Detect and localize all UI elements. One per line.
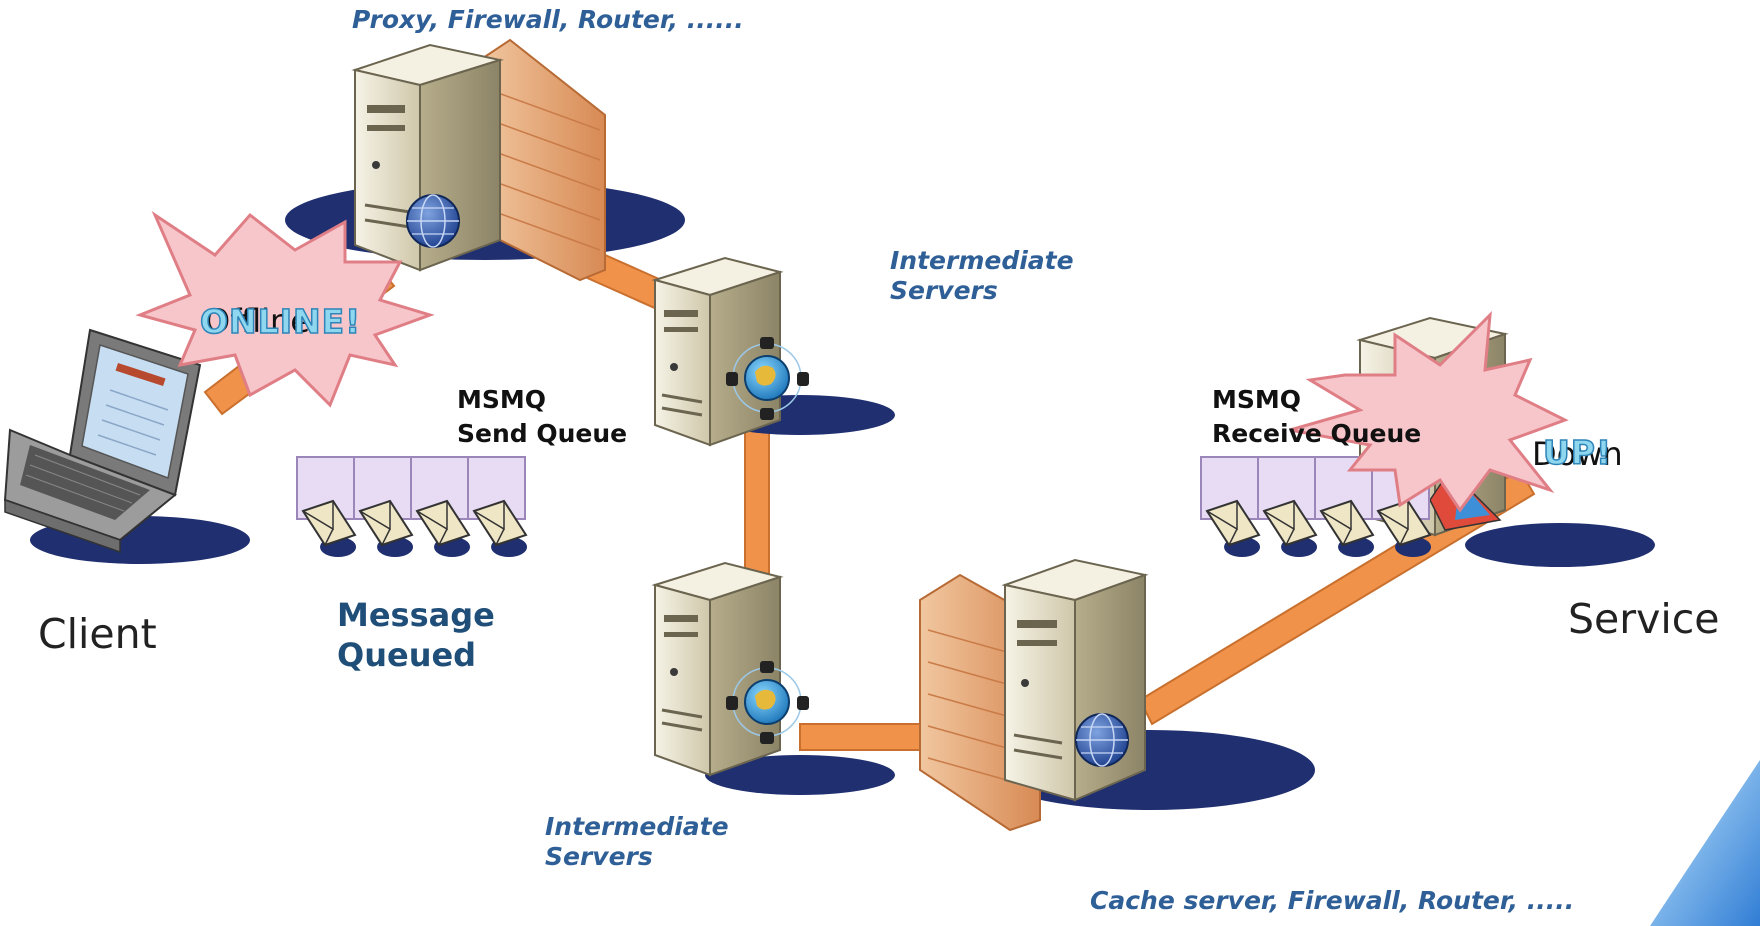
intermediate-earth-bottom-icon (726, 661, 809, 744)
send-queue-envelope-icon (358, 499, 414, 547)
receive-queue-envelope-icon (1319, 499, 1375, 547)
receive-queue-envelope-icon (1205, 499, 1261, 547)
intermediate-top-line-1: Intermediate (890, 246, 1074, 275)
receive-queue-title-line-1: MSMQ (1212, 385, 1302, 414)
send-queue-title-line-2: Send Queue (457, 418, 628, 448)
bottom-server-icon (1001, 558, 1149, 802)
top-globe-icon (406, 194, 460, 248)
message-queued-line-1: Message (337, 596, 495, 634)
corner-swoosh (1650, 760, 1760, 926)
top-firewall-icon (479, 38, 606, 282)
service-label: Service (1568, 595, 1720, 643)
receive-queue-envelope-icon (1376, 499, 1432, 547)
service-burst-under-text: Down (1532, 435, 1623, 473)
send-queue-title-line-1: MSMQ (457, 385, 547, 414)
client-label: Client (38, 610, 157, 658)
receive-queue-title-line-2: Receive Queue (1212, 418, 1422, 448)
send-queue-envelope-icon (415, 499, 471, 547)
intermediate-bottom-line-2: Servers (545, 842, 653, 871)
send-queue-slot (353, 456, 412, 520)
intermediate-servers-bottom-label: Intermediate Servers (545, 812, 729, 872)
send-queue-title: MSMQ Send Queue (457, 383, 627, 451)
receive-queue-title: MSMQ Receive Queue (1212, 383, 1421, 451)
intermediate-servers-top-label: Intermediate Servers (890, 246, 1074, 306)
intermediate-top-line-2: Servers (890, 276, 998, 305)
top-infrastructure-label: Proxy, Firewall, Router, ...... (352, 5, 744, 34)
send-queue-envelope-icon (301, 499, 357, 547)
client-burst-over-text: ONLINE! (199, 301, 362, 342)
intermediate-bottom-line-1: Intermediate (545, 812, 729, 841)
client-laptop-icon (3, 328, 202, 554)
receive-queue-envelope-icon (1262, 499, 1318, 547)
service-status-burst (1289, 311, 1569, 513)
message-queued-line-2: Queued (337, 636, 477, 674)
bottom-globe-icon (1075, 713, 1129, 767)
intermediate-server-top-icon (651, 256, 784, 447)
client-burst-under-text: Offline (205, 302, 310, 340)
client-status-burst (135, 210, 435, 408)
intermediate-earth-top-icon (726, 337, 809, 420)
service-burst-over-text: UP! (1542, 432, 1613, 473)
send-queue-envelope-icon (472, 499, 528, 547)
send-queue (296, 456, 528, 557)
bottom-infrastructure-label: Cache server, Firewall, Router, ..... (1090, 886, 1575, 915)
message-queued-label: Message Queued (337, 595, 495, 675)
